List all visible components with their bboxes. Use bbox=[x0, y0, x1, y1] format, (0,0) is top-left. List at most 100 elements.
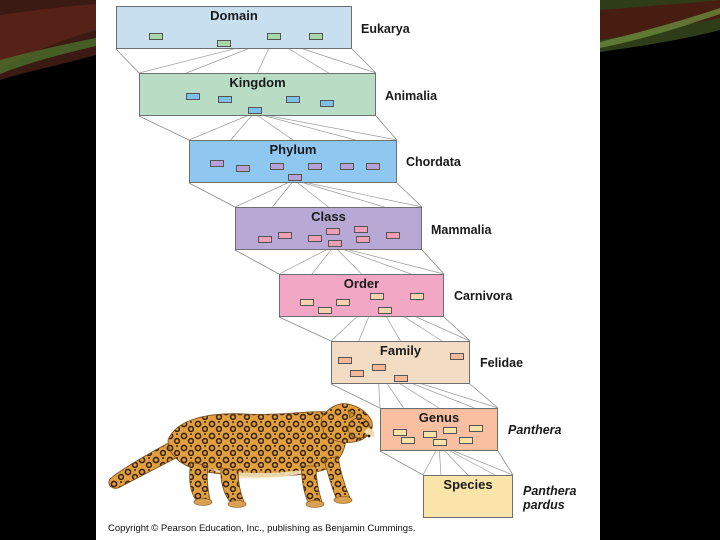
connector-line bbox=[333, 245, 445, 275]
member-taxon-chip bbox=[356, 236, 370, 243]
member-taxon-chip bbox=[258, 236, 272, 243]
taxon-label-order: Carnivora bbox=[454, 289, 513, 303]
rank-title-phylum: Phylum bbox=[269, 142, 317, 157]
member-taxon-chip bbox=[270, 163, 284, 170]
connector-line bbox=[234, 249, 280, 275]
member-taxon-chip bbox=[320, 100, 334, 107]
member-taxon-chip bbox=[286, 96, 300, 103]
connector-line bbox=[138, 115, 190, 141]
connector-line bbox=[293, 179, 329, 208]
connector-line bbox=[469, 383, 499, 409]
rank-title-class: Class bbox=[311, 209, 346, 224]
member-taxon-chip bbox=[394, 375, 408, 382]
species-genus-word: Panthera bbox=[523, 484, 577, 498]
level-box-domain: Domain bbox=[116, 6, 352, 49]
member-taxon-chip bbox=[308, 235, 322, 242]
rank-title-domain: Domain bbox=[210, 8, 258, 23]
member-taxon-chip bbox=[217, 40, 231, 47]
member-taxon-chip bbox=[366, 163, 380, 170]
taxon-label-domain: Eukarya bbox=[361, 22, 410, 36]
connector-line bbox=[253, 112, 398, 141]
member-taxon-chip bbox=[278, 232, 292, 239]
member-taxon-chip bbox=[267, 33, 281, 40]
level-box-class: Class bbox=[235, 207, 422, 250]
connector-line bbox=[375, 115, 398, 141]
leopard-illustration bbox=[108, 403, 375, 508]
connector-line bbox=[311, 245, 335, 275]
connector-line bbox=[234, 179, 295, 208]
member-taxon-chip bbox=[218, 96, 232, 103]
connector-line bbox=[253, 112, 294, 141]
member-taxon-chip bbox=[300, 299, 314, 306]
connector-line bbox=[115, 48, 140, 74]
member-taxon-chip bbox=[236, 165, 250, 172]
level-box-species: Species bbox=[423, 475, 513, 518]
species-epithet-word: pardus bbox=[523, 498, 565, 512]
rank-title-order: Order bbox=[343, 276, 380, 291]
member-taxon-chip bbox=[318, 307, 332, 314]
connector-line bbox=[230, 112, 255, 141]
connector-line bbox=[188, 182, 236, 208]
member-taxon-chip bbox=[326, 228, 340, 235]
level-box-order: Order bbox=[279, 274, 444, 317]
connector-line bbox=[421, 249, 445, 275]
member-taxon-chip bbox=[469, 425, 483, 432]
member-taxon-chip bbox=[459, 437, 473, 444]
rank-title-genus: Genus bbox=[418, 410, 460, 425]
rank-title-family: Family bbox=[379, 343, 422, 358]
member-taxon-chip bbox=[401, 437, 415, 444]
connector-line bbox=[497, 450, 514, 476]
taxon-label-kingdom: Animalia bbox=[385, 89, 438, 103]
member-taxon-chip bbox=[328, 240, 342, 247]
connector-line bbox=[351, 48, 377, 74]
member-taxon-chip bbox=[450, 353, 464, 360]
member-taxon-chip bbox=[350, 370, 364, 377]
taxon-label-genus: Panthera bbox=[508, 423, 562, 437]
member-taxon-chip bbox=[340, 163, 354, 170]
connector-line bbox=[253, 112, 356, 141]
rank-title-kingdom: Kingdom bbox=[229, 75, 286, 90]
level-box-genus: Genus bbox=[380, 408, 498, 451]
member-taxon-chip bbox=[354, 226, 368, 233]
level-box-phylum: Phylum bbox=[189, 140, 397, 183]
member-taxon-chip bbox=[423, 431, 437, 438]
member-taxon-chip bbox=[386, 232, 400, 239]
member-taxon-chip bbox=[210, 160, 224, 167]
connector-line bbox=[293, 179, 385, 208]
member-taxon-chip bbox=[309, 33, 323, 40]
connector-line bbox=[272, 179, 295, 208]
member-taxon-chip bbox=[372, 364, 386, 371]
member-taxon-chip bbox=[149, 33, 163, 40]
member-taxon-chip bbox=[338, 357, 352, 364]
member-taxon-chip bbox=[308, 163, 322, 170]
member-taxon-chip bbox=[378, 307, 392, 314]
connector-line bbox=[333, 245, 362, 275]
member-taxon-chip bbox=[186, 93, 200, 100]
member-taxon-chip bbox=[370, 293, 384, 300]
member-taxon-chip bbox=[288, 174, 302, 181]
connector-line bbox=[379, 450, 424, 476]
member-taxon-chip bbox=[433, 439, 447, 446]
connector-line bbox=[330, 383, 381, 409]
connector-line bbox=[396, 182, 423, 208]
taxon-label-class: Mammalia bbox=[431, 223, 492, 237]
level-box-kingdom: Kingdom bbox=[139, 73, 376, 116]
connector-line bbox=[188, 112, 255, 141]
connector-line bbox=[278, 316, 332, 342]
member-taxon-chip bbox=[248, 107, 262, 114]
connector-line bbox=[293, 179, 423, 208]
member-taxon-chip bbox=[393, 429, 407, 436]
level-box-family: Family bbox=[331, 341, 470, 384]
connector-line bbox=[278, 245, 335, 275]
member-taxon-chip bbox=[443, 427, 457, 434]
connector-line bbox=[333, 245, 412, 275]
rank-title-species: Species bbox=[443, 477, 493, 492]
connector-line bbox=[443, 316, 471, 342]
copyright-notice: Copyright © Pearson Education, Inc., pub… bbox=[108, 523, 416, 534]
taxon-label-phylum: Chordata bbox=[406, 155, 461, 169]
member-taxon-chip bbox=[336, 299, 350, 306]
taxon-label-family: Felidae bbox=[480, 356, 524, 370]
member-taxon-chip bbox=[410, 293, 424, 300]
